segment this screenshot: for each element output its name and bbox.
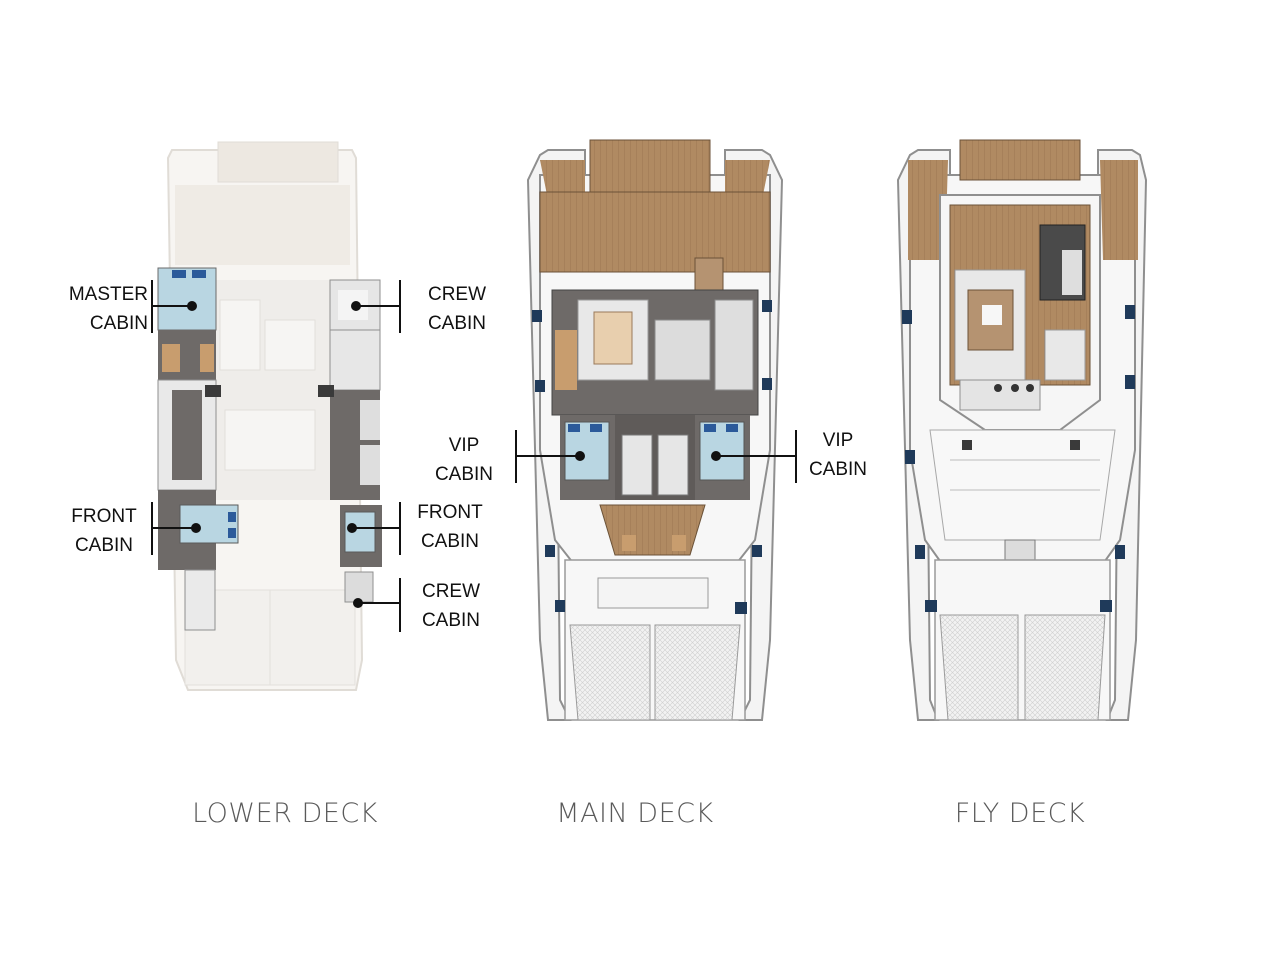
crew-cabin-bottom-line2: CABIN	[421, 610, 481, 631]
fly-deck-title: FLY DECK	[954, 798, 1086, 829]
front-cabin-left-line1: FRONT	[71, 506, 137, 527]
lower-deck-title: LOWER DECK	[192, 798, 378, 829]
master-cabin-line2: CABIN	[89, 313, 148, 334]
crew-cabin-top-label: CREW CABIN	[418, 280, 496, 338]
vip-cabin-right-line2: CABIN	[808, 459, 868, 480]
main-deck-plan	[526, 139, 784, 721]
callout-leaders	[151, 280, 797, 632]
vip-cabin-left-line2: CABIN	[434, 464, 494, 485]
crew-cabin-top-line1: CREW	[427, 284, 487, 305]
front-cabin-left-line2: CABIN	[74, 535, 134, 556]
master-cabin-label: MASTER CABIN	[58, 280, 148, 338]
master-cabin-line1: MASTER	[68, 284, 148, 305]
crew-cabin-bottom-label: CREW CABIN	[412, 577, 490, 635]
vip-cabin-left-label: VIP CABIN	[424, 431, 504, 489]
crew-cabin-bottom-line1: CREW	[421, 581, 481, 602]
main-deck-title: MAIN DECK	[556, 798, 714, 829]
fly-deck-plan	[896, 139, 1148, 721]
vip-cabin-right-line1: VIP	[822, 430, 854, 451]
front-cabin-right-label: FRONT CABIN	[410, 498, 490, 556]
front-cabin-right-line2: CABIN	[420, 531, 480, 552]
front-cabin-right-line1: FRONT	[417, 502, 483, 523]
vip-cabin-right-label: VIP CABIN	[800, 426, 876, 484]
lower-deck-plan	[157, 141, 382, 691]
front-cabin-left-label: FRONT CABIN	[64, 502, 144, 560]
crew-cabin-top-line2: CABIN	[427, 313, 487, 334]
vip-cabin-left-line1: VIP	[448, 435, 480, 456]
